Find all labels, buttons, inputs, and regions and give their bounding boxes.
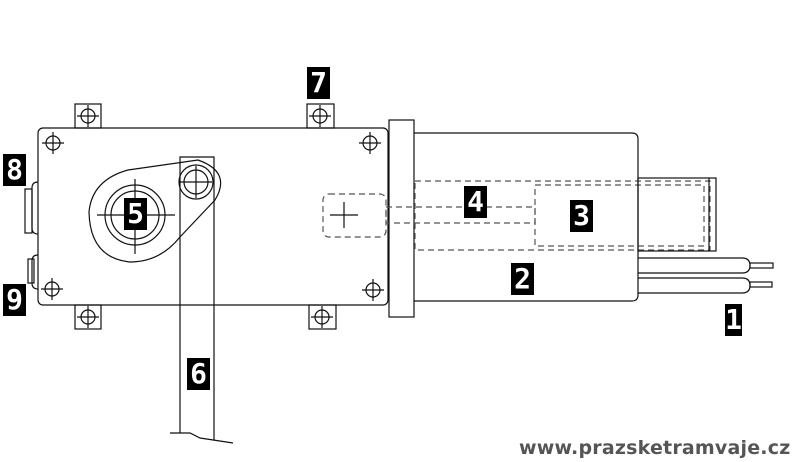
watermark: www.prazsketramvaje.cz (519, 437, 791, 459)
label-9: 9 (3, 284, 26, 316)
flange (388, 119, 415, 318)
bolt-holes (40, 104, 385, 329)
wires (638, 257, 774, 294)
label-2: 2 (511, 263, 534, 295)
label-4: 4 (464, 186, 487, 218)
mounting-tabs (74, 103, 337, 330)
label-6: 6 (187, 358, 210, 390)
label-5: 5 (124, 198, 147, 230)
label-7: 7 (307, 67, 330, 99)
label-8: 8 (3, 154, 26, 186)
cam (88, 159, 222, 263)
label-1: 1 (725, 303, 742, 336)
gearbox-housing (37, 127, 389, 306)
lever (170, 156, 234, 444)
label-3: 3 (570, 200, 593, 232)
